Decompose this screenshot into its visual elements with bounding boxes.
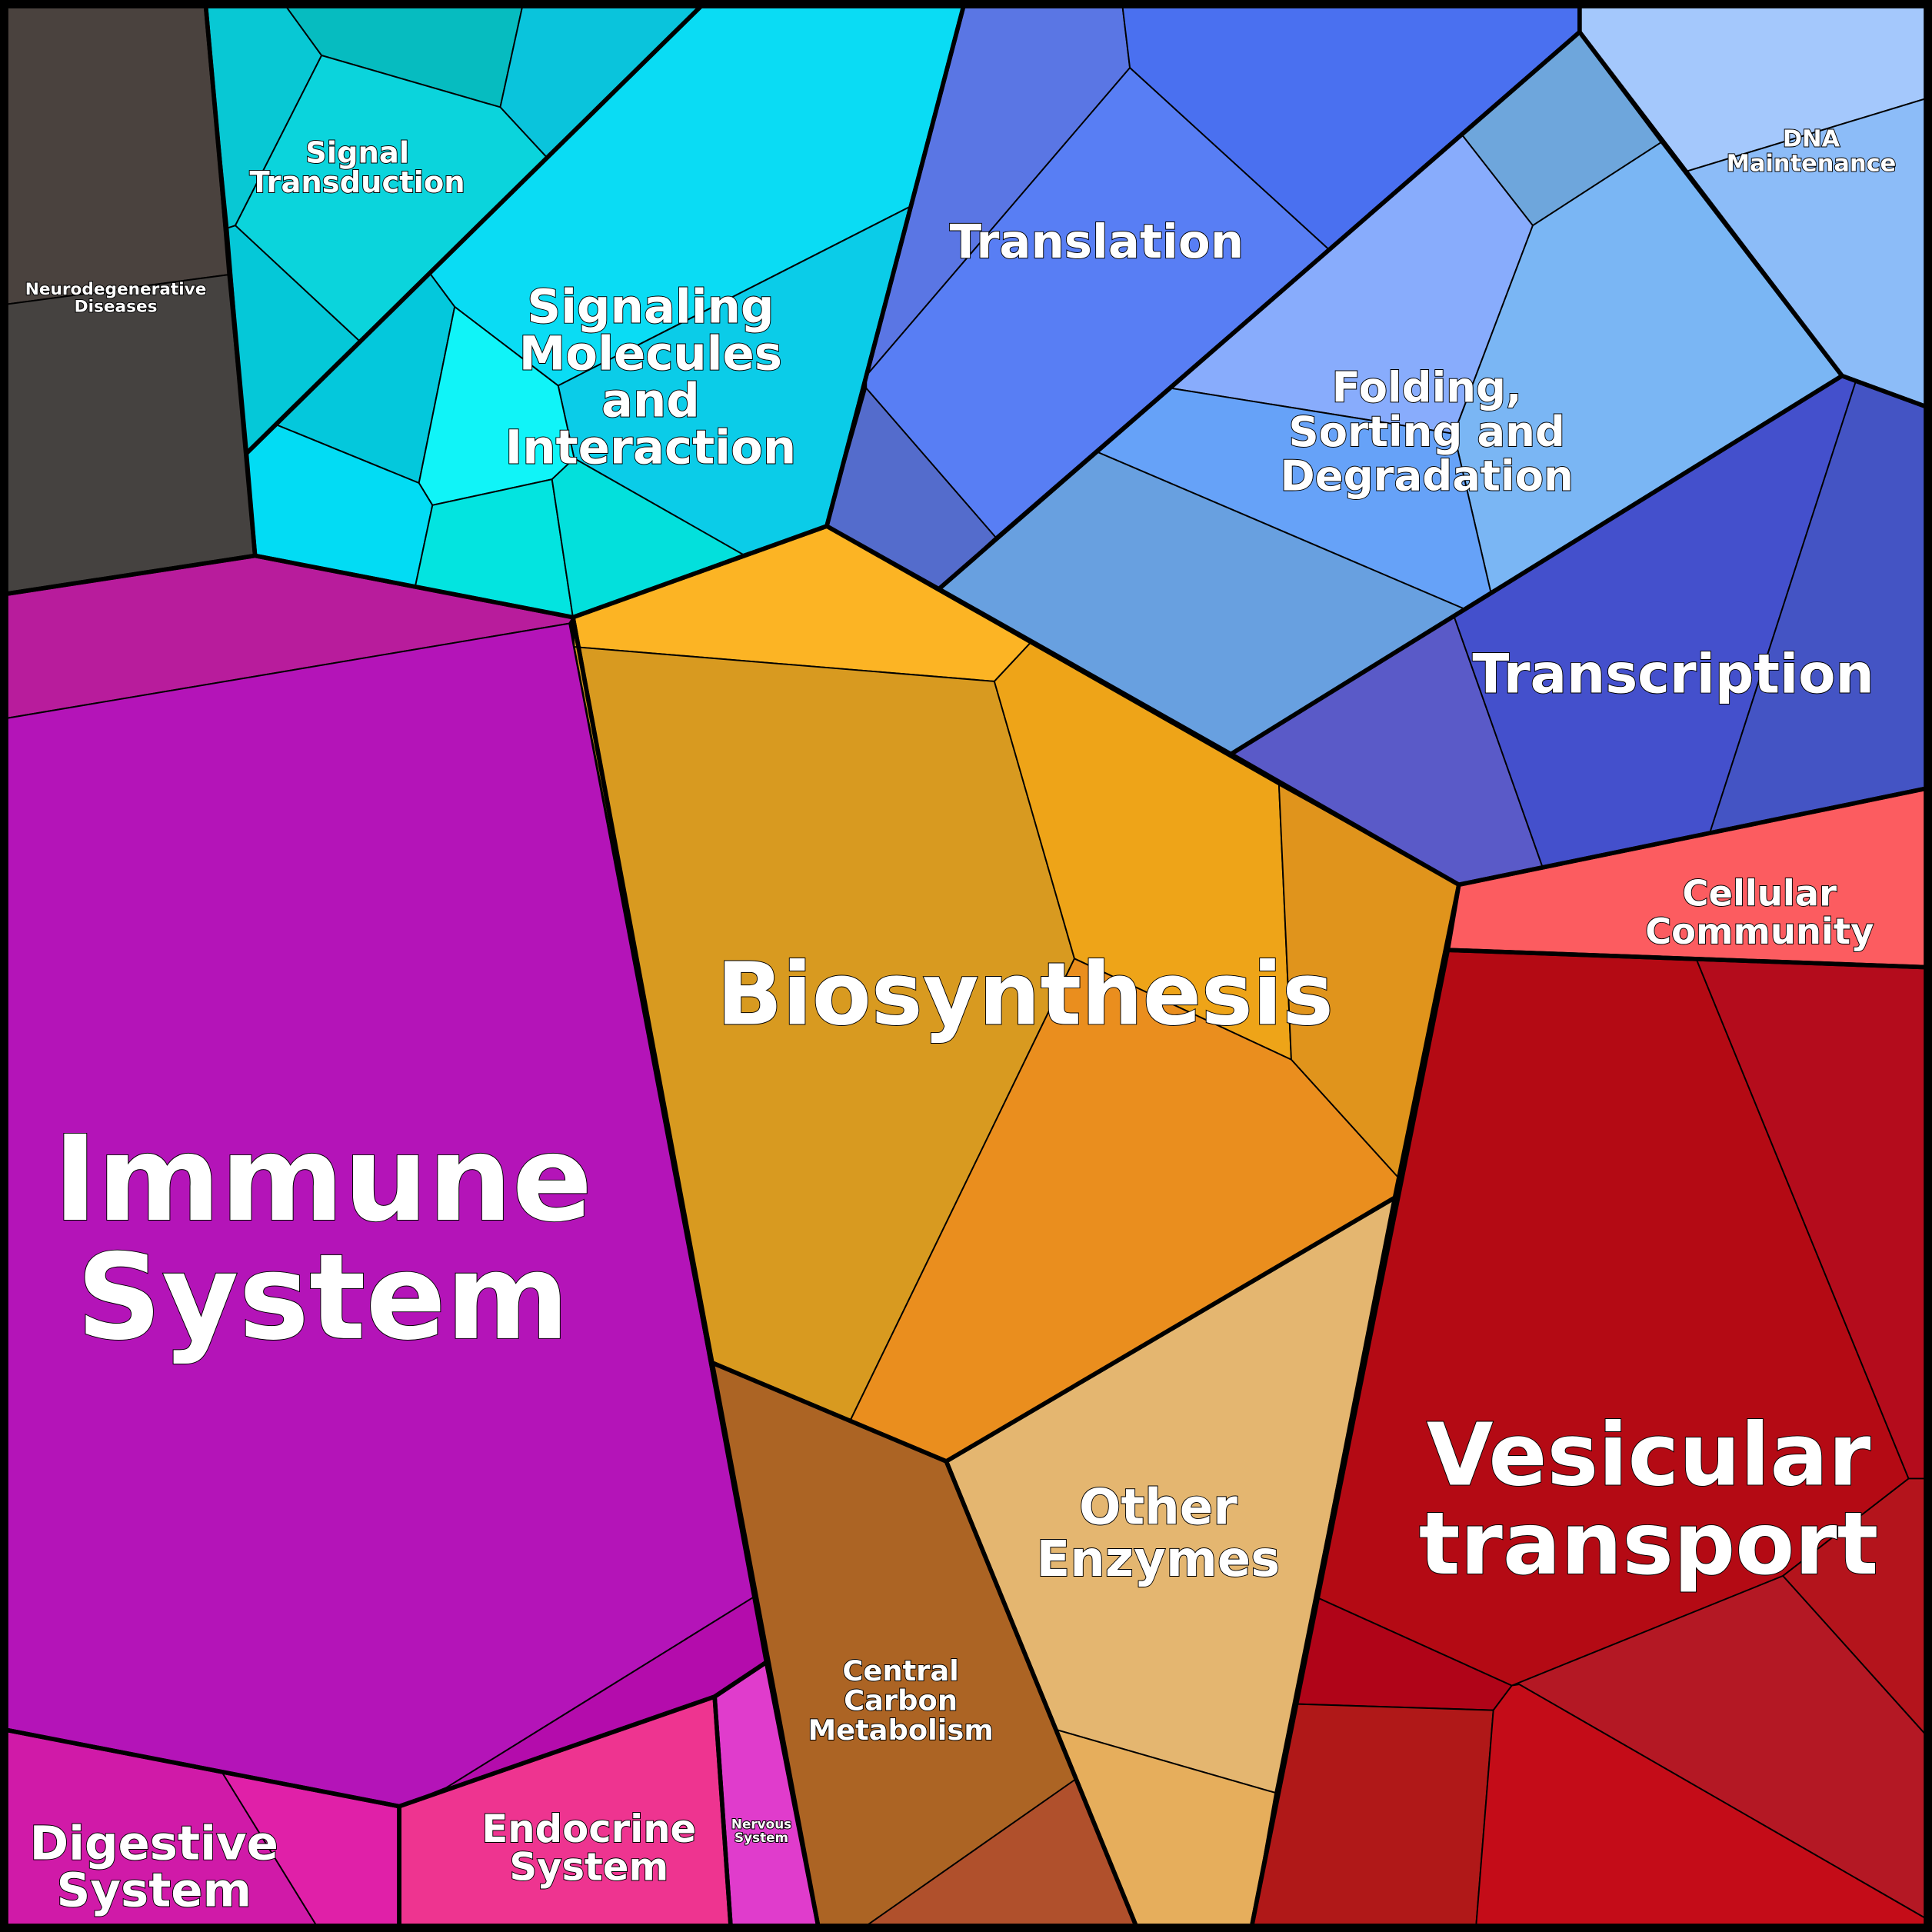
central-carbon-label-line: Metabolism [808,1714,993,1747]
nervous-system-label-line: System [734,1830,788,1845]
neurodegenerative-cell [5,274,256,595]
translation-label: Translation [950,215,1244,269]
signaling-molecules-label-line: Signaling [527,280,774,335]
central-carbon-label-line: Central [842,1654,958,1687]
endocrine-system-label-line: Endocrine [481,1807,696,1851]
signal-transduction-label-line: Signal [305,135,409,170]
other-enzymes-label-line: Enzymes [1037,1531,1281,1588]
vesicular-transport-label-line: transport [1419,1494,1878,1594]
central-carbon-label-line: Carbon [844,1684,958,1717]
dna-maintenance-label-line: DNA [1783,126,1840,153]
digestive-system-label-line: Digestive [30,1816,278,1870]
neurodegenerative-label-line: Neurodegenerative [25,280,207,299]
signaling-molecules-label-line: Interaction [505,420,797,475]
neurodegenerative-label-line: Diseases [75,297,158,316]
transcription-label: Transcription [1472,642,1874,705]
transcription-label-line: Transcription [1472,642,1874,705]
folding-label-line: Folding, [1332,362,1522,411]
translation-label-line: Translation [950,215,1244,269]
other-enzymes-label-line: Other [1079,1480,1237,1537]
vesicular-transport-label-line: Vesicular [1427,1405,1871,1505]
folding-label-line: Sorting and [1288,407,1564,456]
folding-label-line: Degradation [1281,451,1574,501]
signal-transduction-label-line: Transduction [250,165,465,200]
nervous-system-label-line: Nervous [731,1816,791,1831]
neurodegenerative-cell [5,5,229,305]
immune-system-label-line: Immune [53,1111,592,1248]
endocrine-system-label-line: System [509,1845,668,1890]
signaling-molecules-label-line: Molecules [519,327,782,381]
biosynthesis-label: Biosynthesis [717,944,1334,1044]
biosynthesis-label-line: Biosynthesis [717,944,1334,1044]
cellular-community-label-line: Cellular [1682,873,1837,914]
digestive-system-label-line: System [56,1863,251,1917]
immune-system-label-line: System [76,1229,569,1367]
cellular-community-label-line: Community [1645,911,1874,952]
dna-maintenance-label-line: Maintenance [1727,151,1897,178]
signaling-molecules-label-line: and [601,373,700,428]
